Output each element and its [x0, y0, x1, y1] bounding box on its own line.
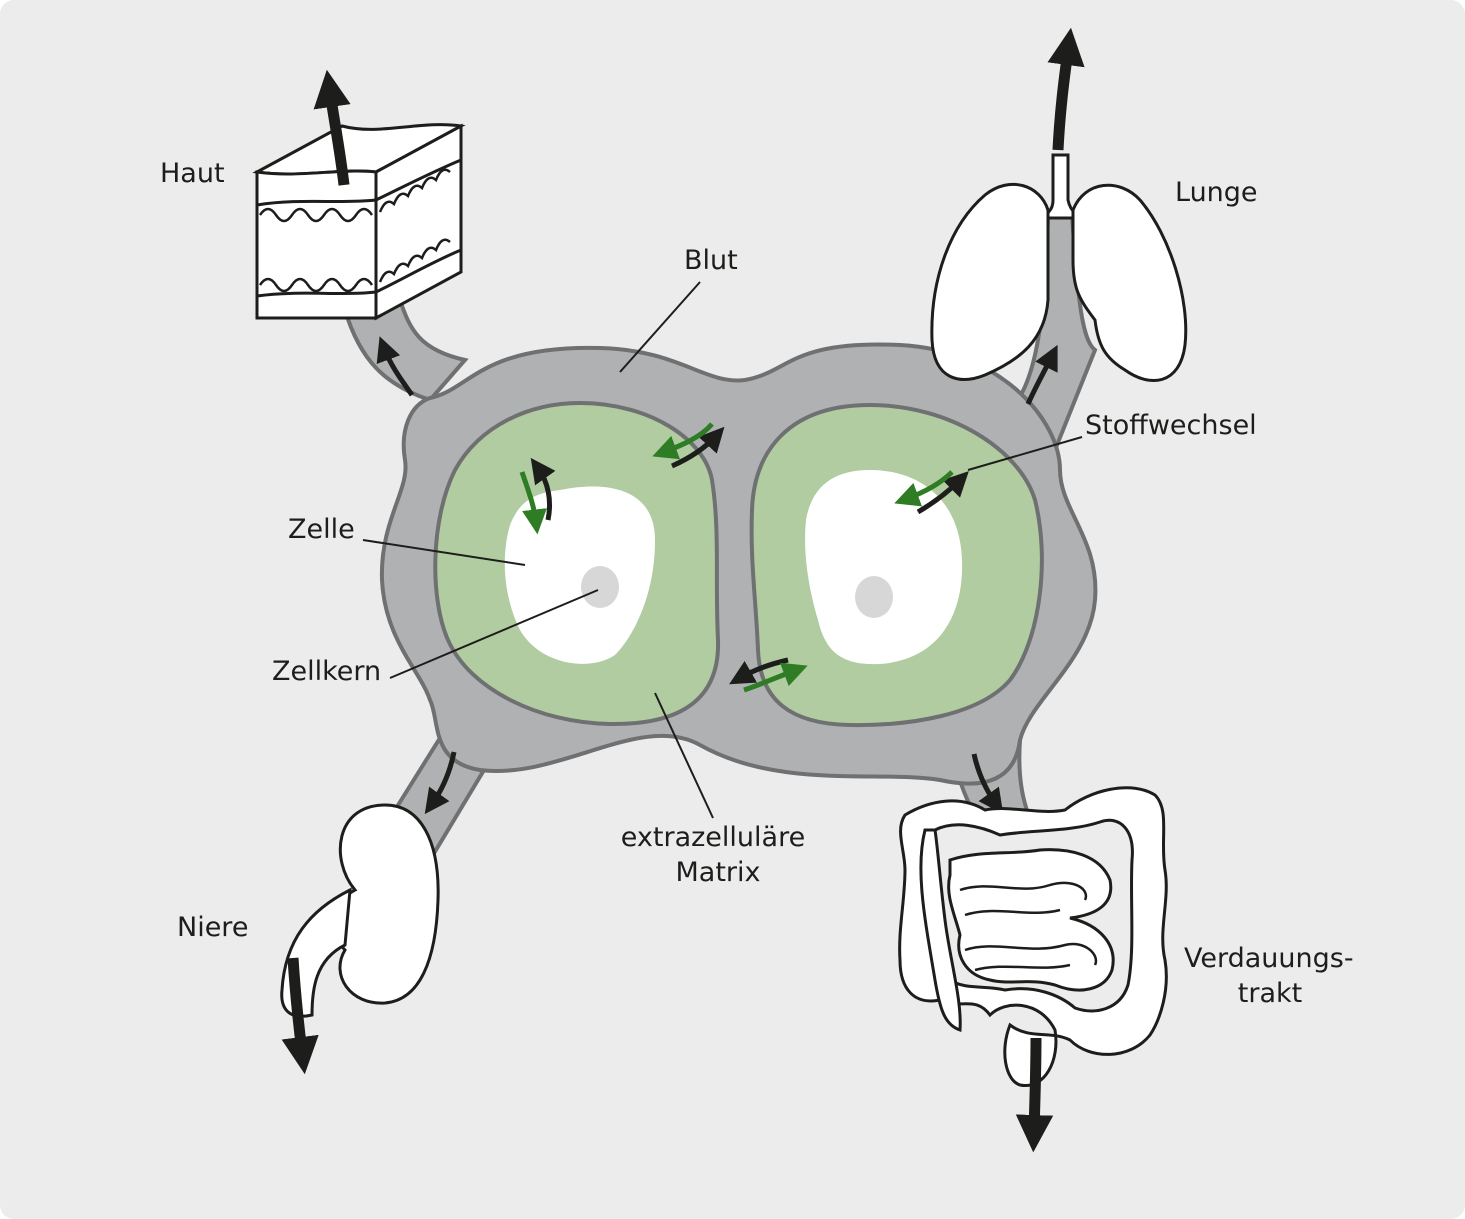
nucleus-left: [581, 566, 619, 608]
exchange-arrows: [376, 336, 1058, 815]
arrow-to-kidney: [424, 751, 457, 815]
arrow-cell-left-out: [530, 457, 556, 521]
arrow-to-skin: [376, 336, 415, 397]
label-zelle: Zelle: [288, 514, 355, 545]
label-stoffwechsel: Stoffwechsel: [1085, 410, 1257, 441]
leader-zelle: [362, 539, 526, 566]
leader-lines: [362, 281, 1083, 819]
arrow-matrix-bottom-in: [743, 662, 808, 693]
arrow-gut-out: [1015, 1037, 1054, 1153]
skin-organ: [252, 123, 466, 321]
leader-blut: [619, 281, 701, 373]
arrow-lung-out: [1047, 27, 1085, 151]
skin-front: [255, 169, 378, 320]
leader-stoffwechsel: [967, 436, 1083, 471]
cell-right: [805, 470, 963, 665]
lung-organ: [930, 153, 1188, 383]
lung-right: [1071, 183, 1188, 383]
lung-left: [930, 182, 1050, 381]
label-niere: Niere: [177, 912, 248, 943]
arrow-cell-right-in: [894, 470, 954, 507]
branch-to-skin: [342, 297, 469, 403]
arrow-matrix-left-out: [670, 426, 725, 469]
label-lunge: Lunge: [1175, 177, 1258, 208]
small-intestine-loops: [959, 881, 1098, 972]
skin-wavy-1: [258, 168, 451, 223]
kidney-body: [332, 803, 440, 1005]
appendix: [919, 828, 962, 1033]
arrow-matrix-left-in: [652, 422, 714, 460]
arrow-cell-left-in: [519, 471, 547, 535]
nucleus-right: [855, 576, 893, 618]
label-blut: Blut: [684, 245, 738, 276]
skin-layer-1: [256, 158, 462, 207]
arrow-to-gut: [971, 753, 1004, 815]
arrow-skin-out: [313, 69, 351, 186]
gut-organ: [898, 786, 1168, 1087]
skin-wavy-2: [258, 238, 451, 293]
label-zellkern: Zellkern: [272, 656, 381, 687]
labels: Haut Lunge Blut Stoffwechsel Zelle Zellk…: [160, 158, 1354, 1009]
arrow-matrix-bottom-out: [729, 657, 789, 685]
skin-layer-2: [256, 248, 462, 298]
label-matrix-line2: Matrix: [675, 857, 760, 888]
arrow-kidney-out: [281, 957, 319, 1075]
arrow-cell-right-out: [916, 471, 969, 515]
leader-matrix: [654, 692, 714, 819]
label-verdauung-line1: Verdauungs-: [1184, 943, 1354, 974]
label-haut: Haut: [160, 158, 225, 189]
label-verdauung-line2: trakt: [1238, 978, 1302, 1009]
label-matrix-line1: extrazelluläre: [621, 822, 805, 853]
arrow-to-lung: [1025, 344, 1058, 406]
leader-zellkern: [389, 589, 599, 679]
